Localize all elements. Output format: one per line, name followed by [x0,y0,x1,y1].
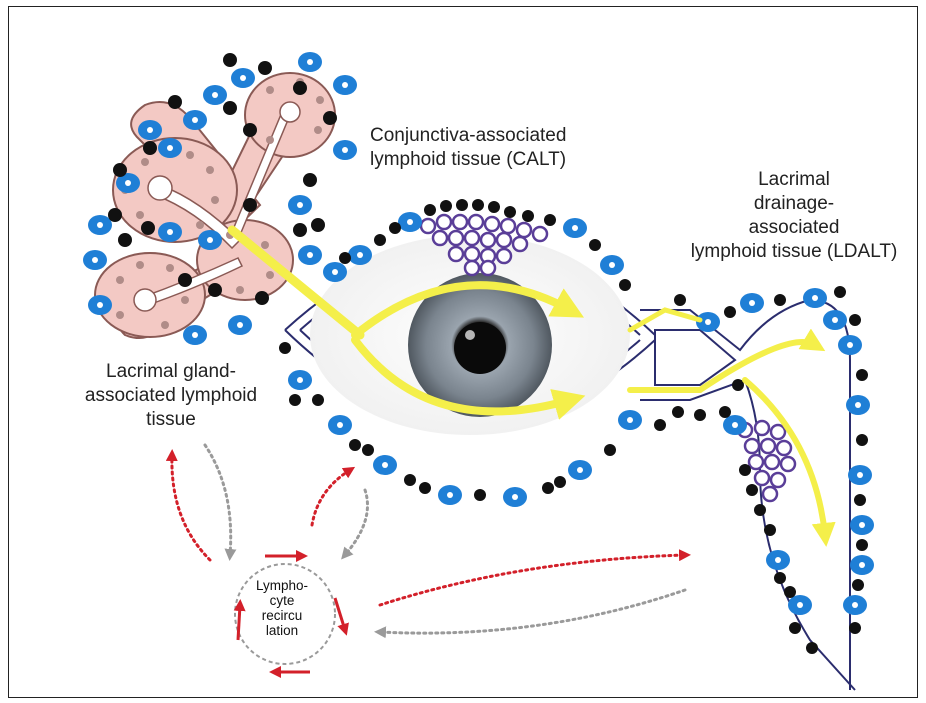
calt-label-line-1: Conjunctiva-associated [370,124,650,148]
lgalt-label-line-2: associated lymphoid [66,384,276,408]
calt-label-line-2: lymphoid tissue (CALT) [370,148,650,172]
ldalt-label-line-3: associated [664,216,924,240]
lgalt-label-line-3: tissue [66,408,276,432]
pupil [454,322,506,374]
recirculation-label: Lympho- cyte recircu lation [232,578,332,638]
recirculation-label-line-2: cyte [232,593,332,608]
lgalt-label-line-1: Lacrimal gland- [66,360,276,384]
recirculation-label-line-3: recircu [232,608,332,623]
recirculation-label-line-4: lation [232,623,332,638]
ldalt-label-line-1: Lacrimal [664,168,924,192]
ldalt-label-line-2: drainage- [664,192,924,216]
lgalt-label: Lacrimal gland- associated lymphoid tiss… [66,360,276,432]
ldalt-label: Lacrimal drainage- associated lymphoid t… [664,168,924,264]
ldalt-label-line-4: lymphoid tissue (LDALT) [664,240,924,264]
calt-label: Conjunctiva-associated lymphoid tissue (… [370,124,650,172]
recirculation-label-line-1: Lympho- [232,578,332,593]
